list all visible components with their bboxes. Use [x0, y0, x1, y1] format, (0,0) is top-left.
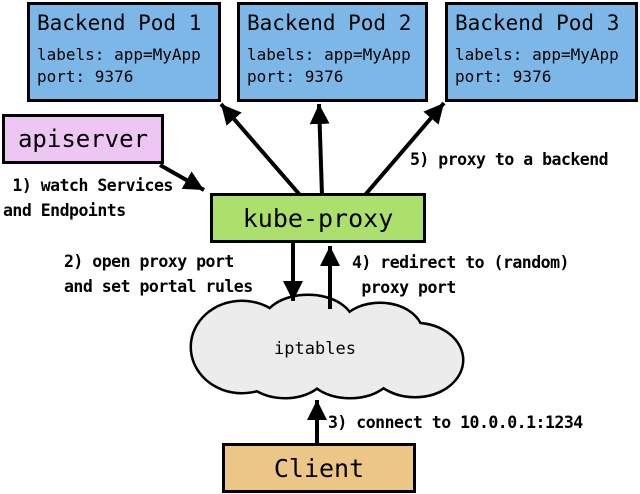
backend-pod-1-box: Backend Pod 1 labels: app=MyApp port: 93… [27, 2, 221, 102]
backend-pod-1-title: Backend Pod 1 [37, 11, 202, 35]
backend-pod-1-labels: labels: app=MyApp [37, 45, 201, 64]
annotation-watch-services: 1) watch Services and Endpoints [3, 176, 173, 220]
arrow-kubeproxy-to-pod2 [309, 103, 330, 196]
backend-pod-2-port: port: 9376 [247, 67, 344, 86]
arrow-apiserver-to-kubeproxy [159, 163, 205, 192]
backend-pod-3-port: port: 9376 [455, 67, 552, 86]
client-box: Client [222, 443, 416, 493]
annotation-redirect: 4) redirect to (random) proxy port [352, 253, 569, 297]
apiserver-label: apiserver [17, 125, 149, 153]
kube-proxy-label: kube-proxy [242, 203, 394, 233]
arrow-kubeproxy-to-pod3 [363, 101, 446, 197]
backend-pod-2-labels: labels: app=MyApp [247, 45, 411, 64]
backend-pod-2-box: Backend Pod 2 labels: app=MyApp port: 93… [237, 2, 428, 102]
annotation-connect: 3) connect to 10.0.0.1:1234 [328, 413, 583, 432]
backend-pod-3-box: Backend Pod 3 labels: app=MyApp port: 93… [445, 2, 638, 102]
annotation-proxy-backend: 5) proxy to a backend [410, 150, 609, 169]
iptables-label: iptables [274, 339, 356, 359]
arrow-kubeproxy-to-pod1 [219, 102, 302, 197]
kube-proxy-box: kube-proxy [210, 193, 426, 243]
backend-pod-3-labels: labels: app=MyApp [455, 45, 619, 64]
backend-pod-1-port: port: 9376 [37, 67, 134, 86]
client-label: Client [273, 453, 365, 483]
annotation-open-proxy-port: 2) open proxy port and set portal rules [64, 252, 253, 296]
iptables-cloud [189, 293, 465, 400]
apiserver-box: apiserver [2, 114, 164, 164]
backend-pod-2-title: Backend Pod 2 [247, 11, 412, 35]
backend-pod-3-title: Backend Pod 3 [455, 11, 620, 35]
